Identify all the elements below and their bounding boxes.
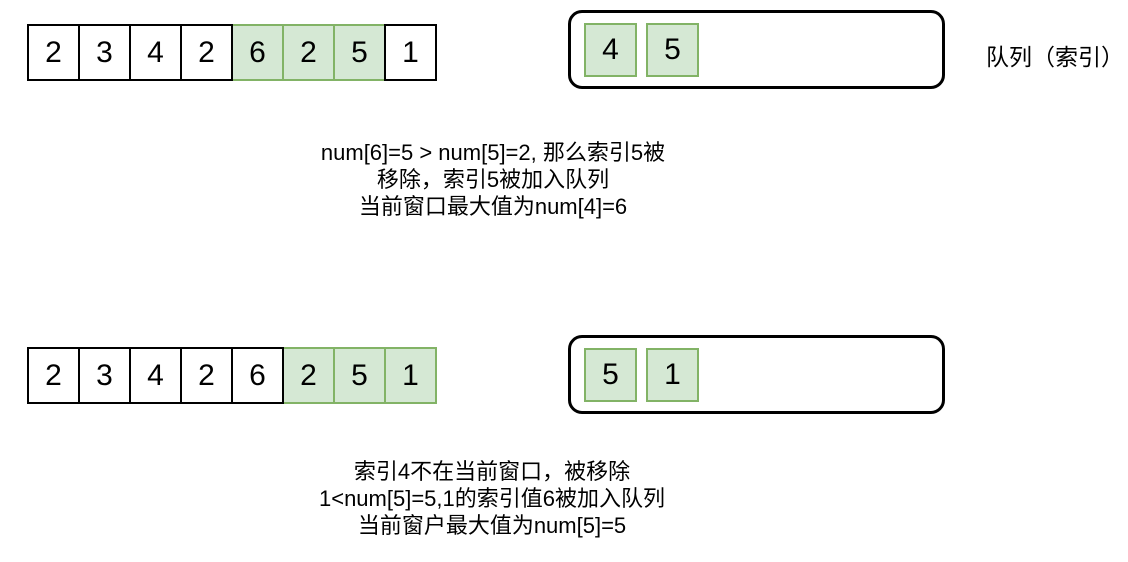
- caption-line: 索引4不在当前窗口，被移除: [353, 459, 631, 484]
- step1-caption: num[6]=5 > num[5]=2, 那么索引5被 移除，索引5被加入队列 …: [321, 139, 665, 220]
- array-cell: 4: [129, 24, 182, 81]
- array-cell: 1: [384, 24, 437, 81]
- array-cell: 2: [180, 347, 233, 404]
- array-cell: 3: [78, 347, 131, 404]
- step2-caption: 索引4不在当前窗口，被移除 1<num[5]=5,1的索引值6被加入队列 当前窗…: [319, 458, 665, 539]
- step1-array: 2 3 4 2 6 2 5 1: [27, 24, 437, 81]
- array-cell: 2: [180, 24, 233, 81]
- step2-queue-box: 5 1: [568, 335, 945, 414]
- queue-item: 5: [646, 22, 699, 77]
- caption-line: 1<num[5]=5,1的索引值6被加入队列: [318, 486, 666, 511]
- step1-queue-box: 4 5: [568, 10, 945, 89]
- queue-item: 4: [584, 22, 637, 77]
- caption-line: num[6]=5 > num[5]=2, 那么索引5被: [320, 140, 666, 165]
- array-cell: 2: [27, 24, 80, 81]
- array-cell: 1: [384, 347, 437, 404]
- caption-line: 当前窗户最大值为num[5]=5: [357, 513, 627, 538]
- array-cell: 2: [282, 24, 335, 81]
- queue-label: 队列（索引）: [986, 44, 1124, 70]
- array-cell: 3: [78, 24, 131, 81]
- step2-array: 2 3 4 2 6 2 5 1: [27, 347, 437, 404]
- array-cell: 6: [231, 24, 284, 81]
- array-cell: 5: [333, 24, 386, 81]
- array-cell: 2: [27, 347, 80, 404]
- array-cell: 2: [282, 347, 335, 404]
- array-cell: 5: [333, 347, 386, 404]
- caption-line: 当前窗口最大值为num[4]=6: [358, 194, 628, 219]
- queue-item: 1: [646, 347, 699, 402]
- array-cell: 4: [129, 347, 182, 404]
- caption-line: 移除，索引5被加入队列: [376, 167, 610, 192]
- queue-item: 5: [584, 347, 637, 402]
- array-cell: 6: [231, 347, 284, 404]
